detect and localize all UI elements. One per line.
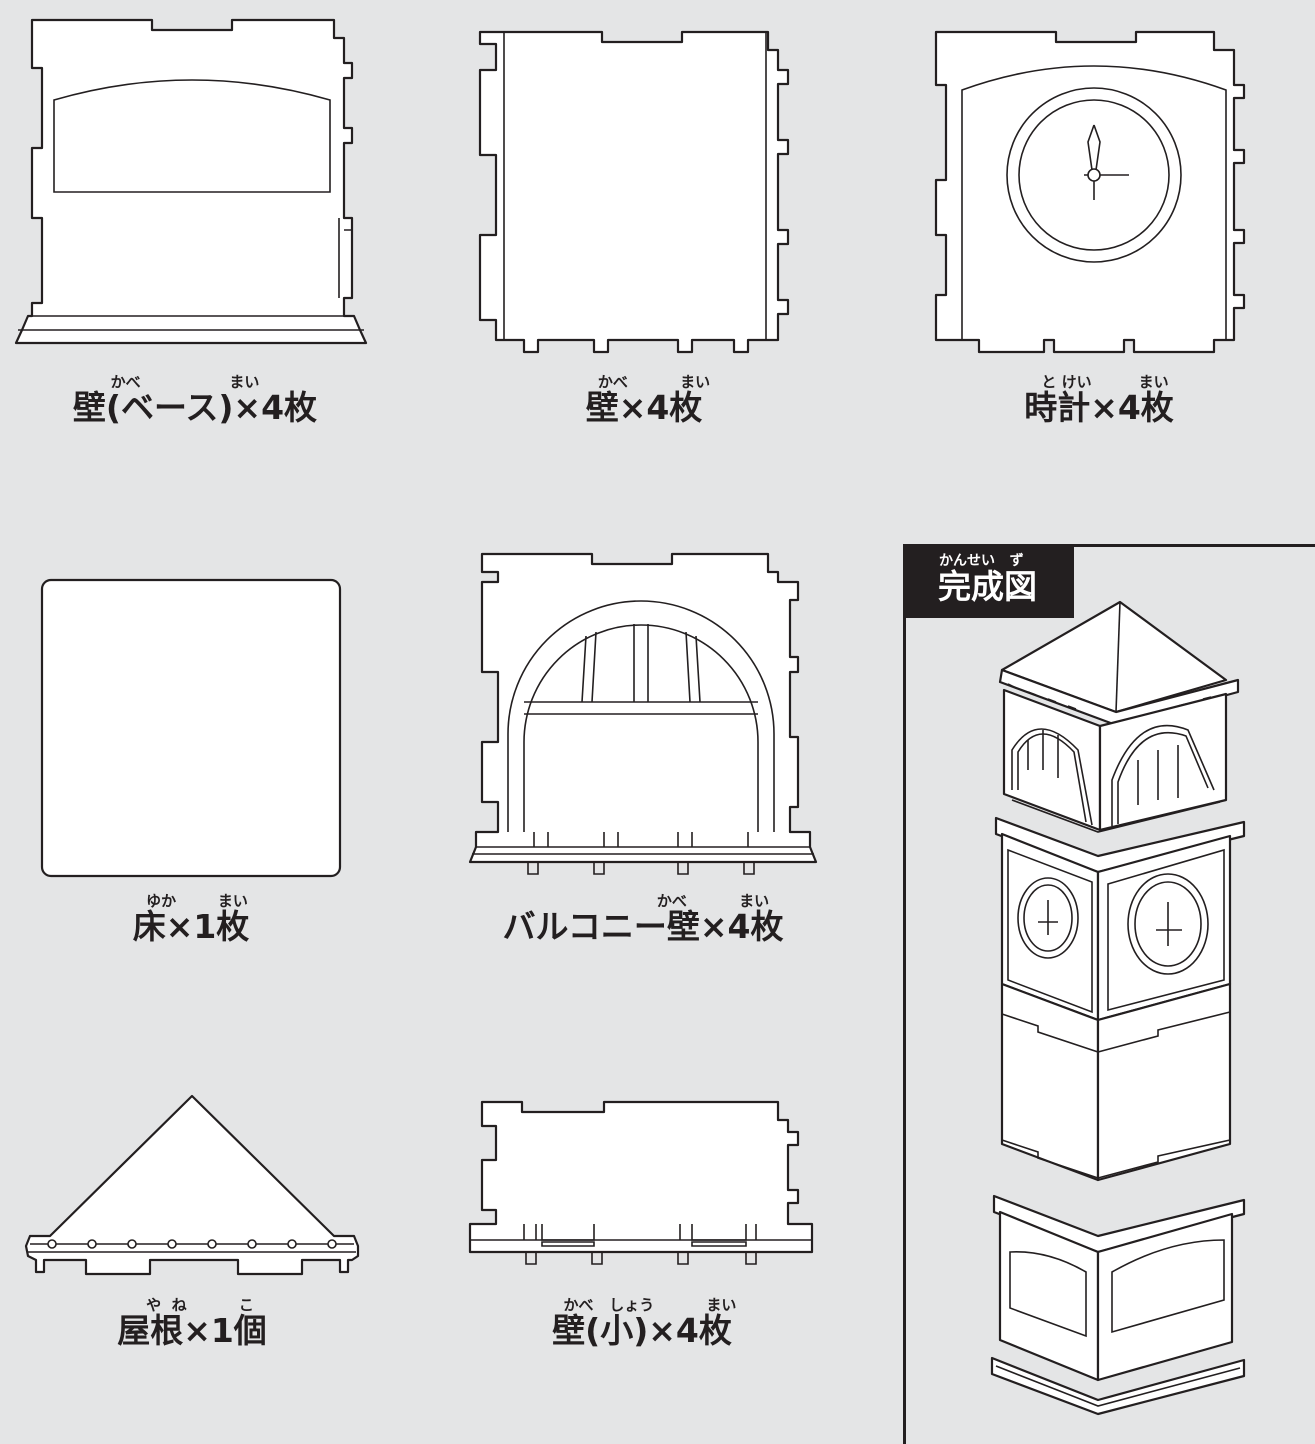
completed-drawing-panel: かんせい ず 完成図 <box>903 544 1315 1444</box>
wall-small-label: かべ しょう まい 壁(小)×4枚 <box>466 1297 818 1349</box>
wall-small-piece-diagram <box>468 1100 814 1265</box>
wall-ruby: かべ まい <box>597 373 711 391</box>
floor-ruby: ゆか まい <box>146 892 248 910</box>
balcony-wall-label: かべ まい バルコニー壁×4枚 <box>468 893 818 945</box>
wall-small-name: 壁(小)×4枚 <box>552 1311 732 1350</box>
completed-title: 完成図 <box>938 567 1037 606</box>
wall-name: 壁×4枚 <box>585 388 703 427</box>
wall-base-piece-diagram <box>14 18 368 345</box>
wall-small-ruby: かべ しょう まい <box>563 1296 737 1314</box>
roof-name: 屋根×1個 <box>117 1311 267 1350</box>
balcony-wall-name: バルコニー壁×4枚 <box>502 907 784 946</box>
wall-piece-diagram <box>478 30 790 354</box>
roof-label: や ね こ 屋根×1個 <box>22 1297 362 1349</box>
clock-tower-illustration <box>990 600 1246 1416</box>
clock-ruby: と けい まい <box>1041 373 1169 391</box>
completed-drawing-tag: かんせい ず 完成図 <box>906 547 1074 618</box>
clock-name: 時計×4枚 <box>1024 388 1174 427</box>
completed-ruby: かんせい ず <box>939 553 1024 569</box>
floor-piece-diagram <box>40 578 342 878</box>
roof-ruby: や ね こ <box>146 1296 254 1314</box>
wall-base-label: かべ まい 壁(ベース)×4枚 <box>15 374 375 426</box>
clock-piece-diagram <box>934 30 1246 354</box>
floor-name: 床×1枚 <box>132 907 250 946</box>
balcony-wall-ruby: かべ まい <box>656 892 770 910</box>
balcony-wall-piece-diagram <box>468 552 818 875</box>
wall-base-name: 壁(ベース)×4枚 <box>72 388 318 427</box>
wall-label: かべ まい 壁×4枚 <box>478 374 810 426</box>
clock-label: と けい まい 時計×4枚 <box>934 374 1264 426</box>
wall-base-ruby: かべ まい <box>110 373 260 391</box>
roof-piece-diagram <box>24 1094 360 1276</box>
floor-label: ゆか まい 床×1枚 <box>40 893 342 945</box>
